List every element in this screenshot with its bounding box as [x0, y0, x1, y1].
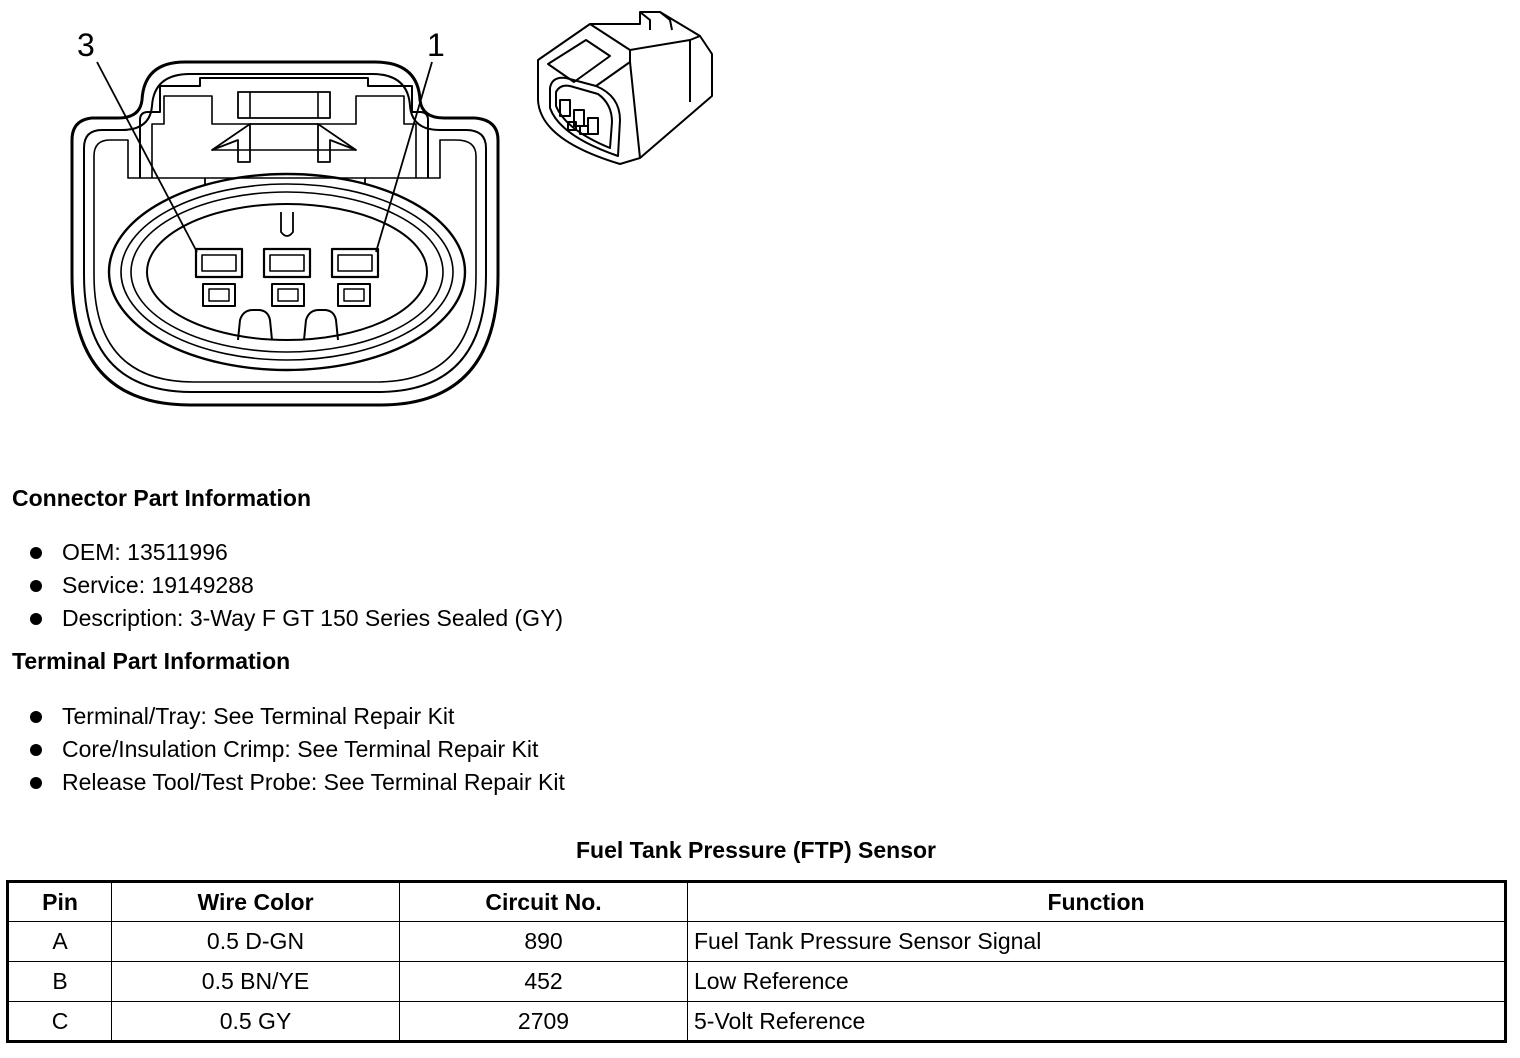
list-item: Core/Insulation Crimp: See Terminal Repa…: [28, 733, 565, 766]
function-cell: Fuel Tank Pressure Sensor Signal: [687, 921, 1506, 962]
connector-diagram: 3 1: [70, 11, 713, 407]
column-header-circuit-no: Circuit No.: [399, 881, 688, 922]
connector-isometric-drawing: [537, 11, 713, 165]
connector-info-heading: Connector Part Information: [12, 485, 312, 511]
terminal-info-list: Terminal/Tray: See Terminal Repair Kit C…: [28, 700, 565, 799]
connector-info-list: OEM: 13511996 Service: 19149288 Descript…: [28, 536, 563, 635]
terminal-info-heading: Terminal Part Information: [12, 648, 291, 674]
table-header-row: Pin Wire Color Circuit No. Function: [7, 881, 1506, 922]
pinout-table-title: Fuel Tank Pressure (FTP) Sensor: [575, 837, 936, 863]
column-header-pin: Pin: [7, 881, 112, 922]
circuit-cell: 2709: [399, 1001, 688, 1042]
pin-label-1: 1: [427, 27, 445, 63]
wire-color-cell: 0.5 D-GN: [111, 921, 400, 962]
list-item: Release Tool/Test Probe: See Terminal Re…: [28, 766, 565, 799]
wire-color-cell: 0.5 BN/YE: [111, 961, 400, 1002]
pin-label-3: 3: [77, 27, 95, 63]
connector-face-drawing: [70, 60, 500, 407]
table-row: C 0.5 GY 2709 5-Volt Reference: [7, 1001, 1506, 1042]
pin-cell: C: [7, 1001, 112, 1042]
pinout-table: Pin Wire Color Circuit No. Function A 0.…: [6, 880, 1507, 1043]
list-item: Service: 19149288: [28, 569, 563, 602]
list-item: Description: 3-Way F GT 150 Series Seale…: [28, 602, 563, 635]
circuit-cell: 452: [399, 961, 688, 1002]
table-row: A 0.5 D-GN 890 Fuel Tank Pressure Sensor…: [7, 921, 1506, 962]
table-row: B 0.5 BN/YE 452 Low Reference: [7, 961, 1506, 1002]
column-header-function: Function: [687, 881, 1506, 922]
circuit-cell: 890: [399, 921, 688, 962]
column-header-wire-color: Wire Color: [111, 881, 400, 922]
pin-cell: A: [7, 921, 112, 962]
list-item: Terminal/Tray: See Terminal Repair Kit: [28, 700, 565, 733]
function-cell: Low Reference: [687, 961, 1506, 1002]
pin-cell: B: [7, 961, 112, 1002]
wire-color-cell: 0.5 GY: [111, 1001, 400, 1042]
function-cell: 5-Volt Reference: [687, 1001, 1506, 1042]
list-item: OEM: 13511996: [28, 536, 563, 569]
